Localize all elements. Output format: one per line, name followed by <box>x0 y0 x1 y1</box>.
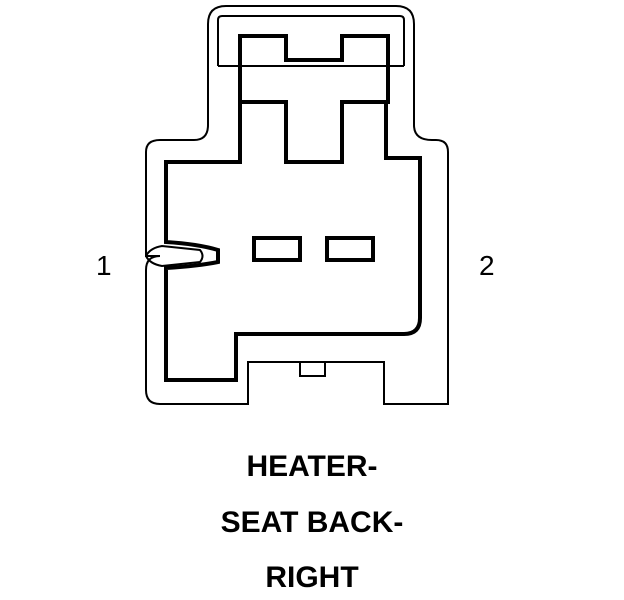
connector-inner-body <box>164 34 422 382</box>
caption-line-1: HEATER- <box>246 450 378 483</box>
connector-bottom-key <box>299 361 326 377</box>
connector-outer-housing <box>145 5 449 405</box>
connector-latch-step <box>240 100 388 164</box>
terminal-slot-2 <box>325 236 375 262</box>
terminal-slot-1 <box>252 236 302 262</box>
caption-line-3: RIGHT <box>265 561 359 594</box>
pin-label-1: 1 <box>96 250 112 281</box>
connector-top-frame <box>217 15 405 67</box>
pin-label-2: 2 <box>479 250 495 281</box>
caption-line-2: SEAT BACK- <box>220 506 404 539</box>
connector-side-latch <box>145 244 204 268</box>
